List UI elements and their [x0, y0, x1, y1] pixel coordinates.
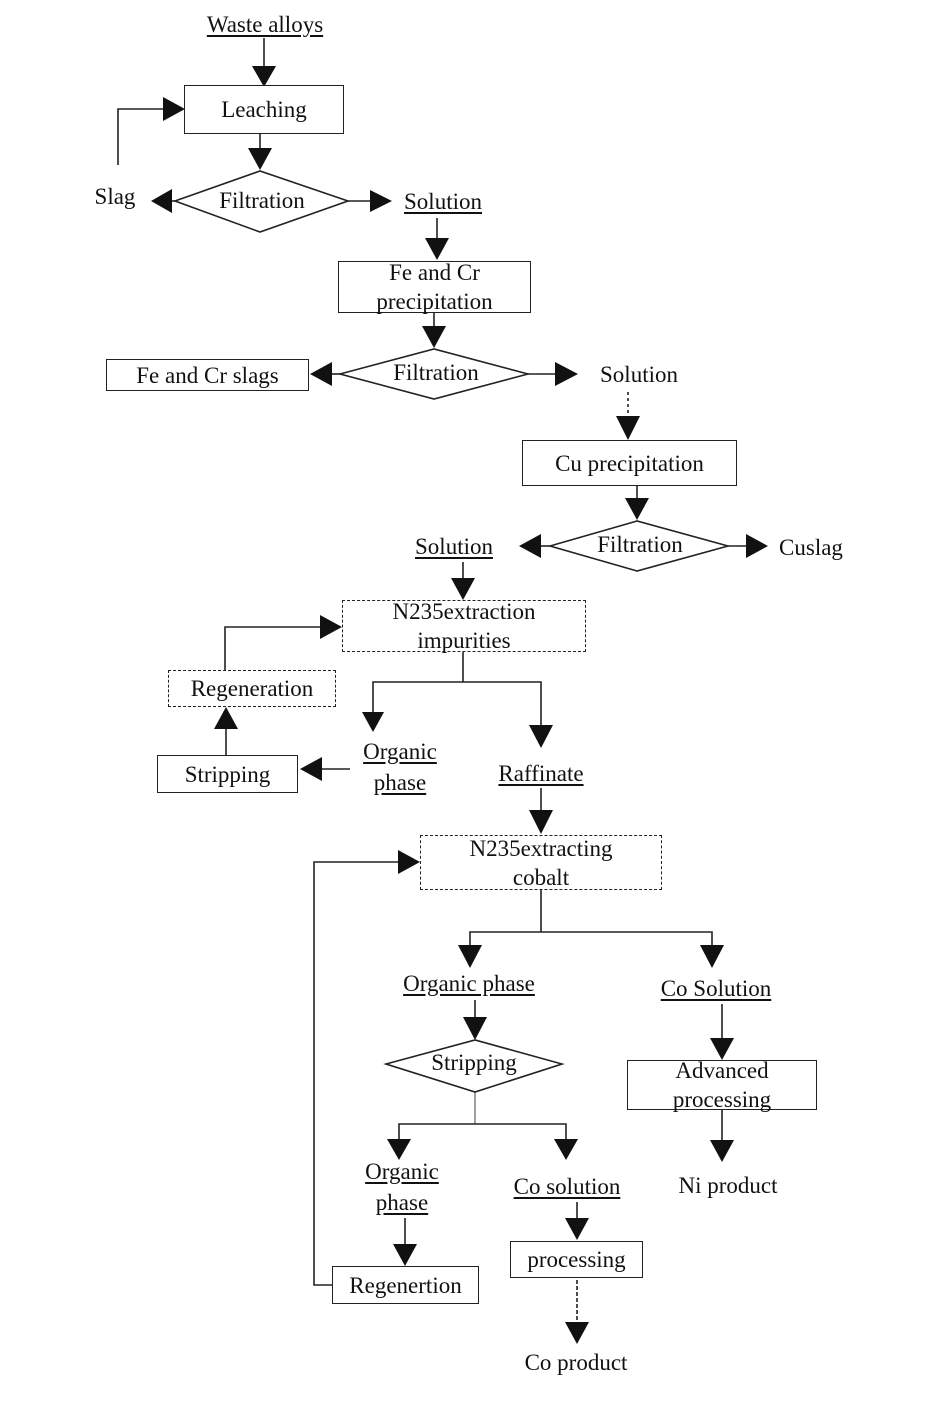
arrowhead: [565, 1218, 589, 1240]
arrowhead: [151, 189, 172, 213]
filtration-1-label: Filtration: [219, 188, 305, 213]
arrowhead: [425, 238, 449, 260]
waste-alloys-label: Waste alloys: [206, 11, 324, 37]
filtration-3-diamond-shape: [547, 520, 732, 572]
arrowhead: [746, 534, 768, 558]
connector-regenertion-loop: [313, 861, 400, 1286]
arrowhead: [529, 725, 553, 748]
connector-slag-leaching: [117, 108, 165, 165]
arrowhead: [300, 757, 322, 781]
arrowhead: [252, 66, 276, 87]
arrowhead: [616, 416, 640, 440]
arrowhead: [463, 1017, 487, 1040]
arrowhead: [422, 326, 446, 348]
arrowhead: [451, 578, 475, 600]
raffinate-label: Raffinate: [498, 760, 584, 786]
arrowhead: [248, 148, 272, 170]
arrowhead: [362, 712, 384, 732]
solution-1-label: Solution: [404, 188, 482, 214]
regeneration-box[interactable]: Regeneration: [168, 670, 336, 707]
arrowhead: [310, 362, 332, 386]
ni-product-label: Ni product: [678, 1172, 778, 1198]
arrowhead: [458, 945, 482, 968]
arrowhead: [700, 945, 724, 968]
arrowhead: [519, 534, 541, 558]
advanced-processing-box[interactable]: Advanced processing: [627, 1058, 817, 1112]
connector-stripping-branches: [398, 1123, 567, 1140]
stripping-diamond-label: Stripping: [431, 1050, 517, 1075]
organic-phase-3-label: Organic phase: [365, 1159, 439, 1215]
filtration-2-diamond-shape: [336, 348, 532, 400]
arrowhead: [320, 615, 342, 639]
connector-cobalt-branches: [469, 931, 713, 946]
arrowhead: [529, 810, 553, 834]
co-solution-2-label: Co solution: [513, 1173, 621, 1199]
connector-split-branches: [372, 681, 542, 726]
arrowhead: [370, 190, 392, 212]
fe-cr-precipitation-box[interactable]: Fe and Cr precipitation: [338, 260, 531, 314]
leaching-box[interactable]: Leaching: [184, 85, 344, 134]
co-product-label: Co product: [524, 1349, 628, 1375]
arrowhead: [398, 850, 420, 874]
arrowhead: [710, 1140, 734, 1162]
filtration-1-diamond-shape: [172, 170, 351, 233]
cu-precipitation-box[interactable]: Cu precipitation: [522, 440, 737, 486]
arrowhead: [554, 1139, 578, 1160]
arrowhead: [565, 1322, 589, 1344]
co-solution-1-label: Co Solution: [660, 975, 772, 1001]
stripping-box[interactable]: Stripping: [157, 755, 298, 793]
connector-regeneration-n235: [224, 626, 322, 670]
arrowhead: [710, 1038, 734, 1060]
arrowhead: [163, 97, 185, 121]
cuslag-label: Cuslag: [779, 534, 843, 560]
solution-2-label: Solution: [600, 361, 678, 387]
organic-phase-1-label: Organic phase: [363, 739, 437, 795]
processing-box[interactable]: processing: [510, 1241, 643, 1278]
regenertion-box[interactable]: Regenertion: [332, 1266, 479, 1304]
arrowhead: [387, 1139, 411, 1160]
arrowhead: [555, 362, 578, 386]
arrowhead: [625, 498, 649, 520]
n235-extraction-impurities-box[interactable]: N235extraction impurities: [342, 599, 586, 653]
filtration-3-label: Filtration: [597, 532, 683, 557]
stripping-diamond-shape: [383, 1039, 565, 1093]
arrowhead: [393, 1244, 417, 1266]
fe-cr-slags-box[interactable]: Fe and Cr slags: [106, 359, 309, 391]
filtration-2-label: Filtration: [393, 360, 479, 385]
organic-phase-2-label: Organic phase: [403, 970, 535, 996]
n235-extracting-cobalt-box[interactable]: N235extracting cobalt: [420, 835, 662, 890]
arrowhead: [214, 707, 238, 729]
solution-3-label: Solution: [415, 533, 493, 559]
slag-label: Slag: [94, 183, 136, 209]
